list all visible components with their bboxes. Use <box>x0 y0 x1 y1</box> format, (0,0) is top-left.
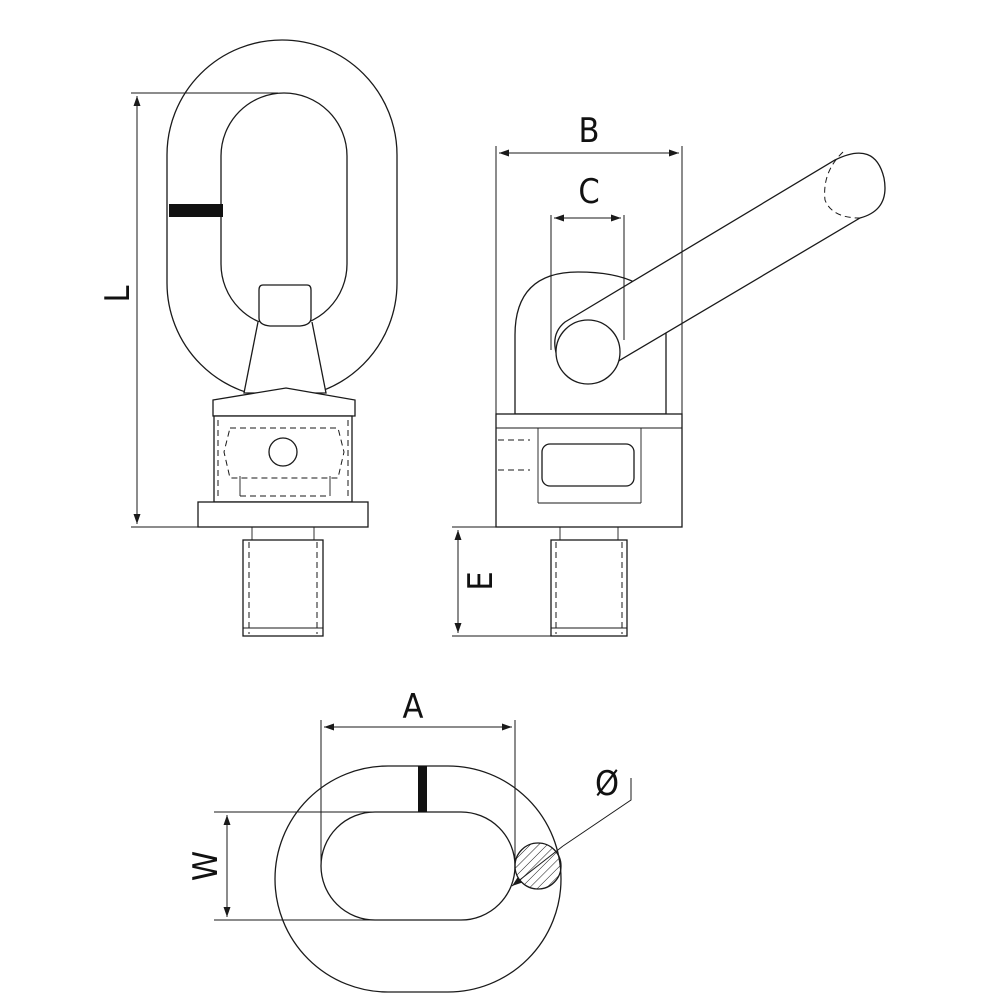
front-neck <box>243 321 327 394</box>
side-ring-tube <box>554 152 886 377</box>
side-view <box>495 151 886 637</box>
front-flange <box>197 501 369 528</box>
dimension-W: W <box>186 811 418 921</box>
side-stud <box>550 539 628 637</box>
side-body <box>495 413 683 528</box>
front-stud <box>242 539 324 637</box>
label-L: L <box>98 285 138 302</box>
label-B: B <box>579 111 600 151</box>
dimension-E: E <box>452 526 551 637</box>
label-A: A <box>403 687 424 727</box>
weld-mark <box>169 204 223 217</box>
label-C: C <box>578 172 599 212</box>
top-ring-inner <box>320 811 516 921</box>
front-cap <box>212 387 356 417</box>
label-E: E <box>461 571 501 590</box>
label-W: W <box>186 851 226 881</box>
label-diameter: Ø <box>595 764 619 804</box>
dimension-A: A <box>320 687 516 866</box>
dimension-C: C <box>554 172 621 222</box>
front-body <box>213 415 353 503</box>
dimension-diameter: Ø <box>511 764 632 887</box>
dimension-L: L <box>98 92 278 528</box>
front-neck-block <box>258 284 312 327</box>
top-view <box>274 765 562 993</box>
dimension-B: B <box>495 111 683 414</box>
side-slot <box>541 443 635 487</box>
front-view <box>166 39 398 637</box>
top-weld-mark <box>418 766 427 812</box>
